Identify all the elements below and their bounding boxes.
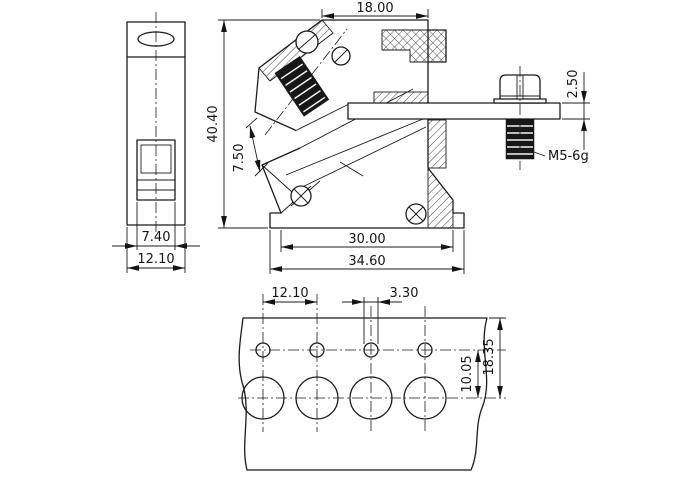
bottom-screw-1 <box>290 185 312 207</box>
clamp-window <box>136 139 176 201</box>
pilot-hole-small <box>255 342 271 358</box>
dim-front-outer-width: 12.10 <box>126 227 186 273</box>
dim-body-width: 30.00 <box>280 230 454 252</box>
front-view: 7.40 12.10 <box>112 12 200 273</box>
dim-row-spacing: 10.05 <box>460 350 481 398</box>
mounting-hole-large <box>295 376 339 420</box>
terminal-pin <box>347 102 561 120</box>
thread-ridges <box>280 63 326 113</box>
dim-wire-opening-label: 7.50 <box>232 144 247 173</box>
fixing-screw <box>493 66 547 170</box>
clamp-screw-thread <box>274 56 330 117</box>
dim-wire-opening: 7.50 <box>232 117 269 177</box>
dim-pin-thickness: 2.50 <box>562 70 590 150</box>
dim-pitch-label: 12.10 <box>271 286 308 301</box>
extension-lines <box>562 102 590 120</box>
clamp-cage <box>140 144 172 174</box>
hatch-bottom-corner <box>427 166 454 229</box>
dim-front-inner-width: 7.40 <box>112 202 200 250</box>
dim-body-width-label: 30.00 <box>348 232 385 247</box>
extension-lines <box>245 117 269 177</box>
thread-body <box>274 56 330 117</box>
dim-row-spacing-label: 10.05 <box>460 355 475 392</box>
bottom-screw-2 <box>405 203 427 225</box>
pilot-hole-small <box>309 342 325 358</box>
pilot-hole-small <box>363 342 379 358</box>
hatch-pin-seat <box>373 91 429 104</box>
dim-inner-width-label: 7.40 <box>142 230 171 245</box>
dim-top-width: 18.00 <box>321 1 429 19</box>
leader-line <box>533 151 546 157</box>
dim-overall-width: 34.60 <box>269 230 465 274</box>
dim-top-width-label: 18.00 <box>356 1 393 16</box>
top-screw-2 <box>331 46 351 66</box>
extension-lines <box>136 202 176 250</box>
side-body-outline <box>254 19 465 229</box>
pcb-view: 12.10 3.30 10.05 18.35 <box>238 286 506 471</box>
hatch-right-wall <box>427 119 447 169</box>
dim-overall-height-label: 40.40 <box>206 105 221 142</box>
pilot-hole-small <box>417 342 433 358</box>
pcb-outline <box>238 317 488 471</box>
dim-outer-width-label: 12.10 <box>137 252 174 267</box>
mounting-hole-large <box>241 376 285 420</box>
screw-cross-slot <box>408 206 424 222</box>
dim-pitch: 12.10 <box>263 286 317 305</box>
column-centerlines <box>262 294 426 432</box>
thread-spec-label: M5-6g <box>548 149 589 164</box>
dim-overall-width-label: 34.60 <box>348 254 385 269</box>
dimension-line <box>249 125 261 173</box>
mounting-hole-large <box>403 376 447 420</box>
thread-callout: M5-6g <box>533 149 589 164</box>
dim-pilot-hole-label: 3.30 <box>390 286 419 301</box>
extension-lines <box>218 19 320 229</box>
hatch-top-right-block <box>381 29 447 63</box>
screw-slot <box>298 34 316 50</box>
dim-overall-height: 40.40 <box>206 19 320 229</box>
top-screw-1 <box>295 30 319 54</box>
screw-slot <box>334 49 348 63</box>
mounting-hole-large <box>349 376 393 420</box>
dim-pcb-overall-label: 18.35 <box>482 338 497 375</box>
side-section-view: M5-6g 18.00 40.40 7.50 2.50 <box>206 1 590 274</box>
screw-cross-slot <box>293 188 309 204</box>
dim-pin-thickness-label: 2.50 <box>566 70 581 99</box>
dim-pcb-overall: 18.35 <box>482 317 506 398</box>
dim-pilot-hole: 3.30 <box>342 286 418 344</box>
clamp-bars <box>137 179 175 191</box>
